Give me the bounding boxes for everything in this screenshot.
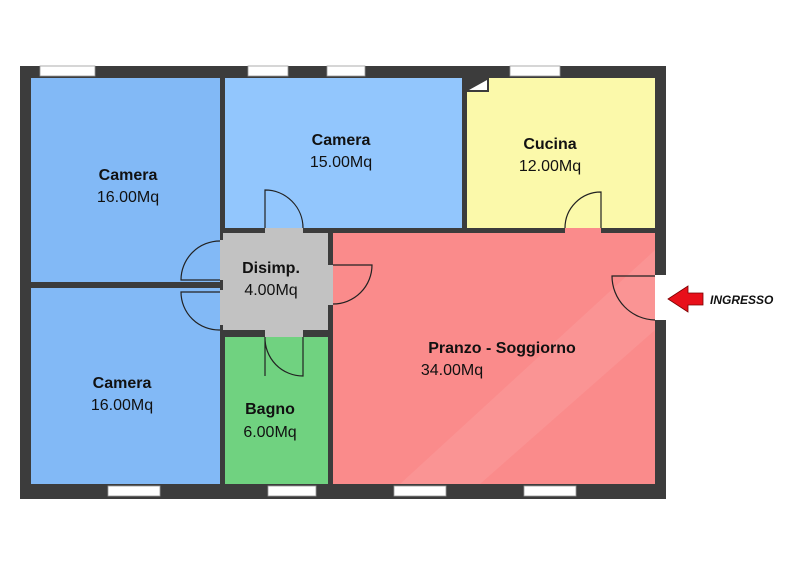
door-swings bbox=[180, 189, 656, 377]
room-label-cucina: Cucina 12.00Mq bbox=[519, 136, 581, 175]
room-name: Pranzo - Soggiorno bbox=[428, 340, 576, 357]
room-name: Disimp. bbox=[242, 260, 300, 277]
room-name: Cucina bbox=[523, 136, 576, 153]
room-area: 4.00Mq bbox=[244, 282, 297, 299]
room-name: Camera bbox=[93, 375, 152, 392]
room-name: Camera bbox=[99, 167, 158, 184]
room-label-disimpegno: Disimp. 4.00Mq bbox=[242, 260, 300, 299]
room-area: 16.00Mq bbox=[97, 189, 159, 206]
room-label-camera-top: Camera 15.00Mq bbox=[310, 132, 372, 171]
room-name: Camera bbox=[312, 132, 371, 149]
room-area: 12.00Mq bbox=[519, 158, 581, 175]
entrance-label: INGRESSO bbox=[710, 293, 774, 307]
room-bagno bbox=[225, 337, 328, 484]
room-area: 6.00Mq bbox=[243, 424, 296, 441]
light-reflection bbox=[400, 250, 655, 484]
room-soggiorno bbox=[333, 233, 655, 484]
room-label-bagno: Bagno 6.00Mq bbox=[243, 401, 296, 441]
room-camera-top-left bbox=[31, 78, 220, 282]
room-area: 16.00Mq bbox=[91, 397, 153, 414]
room-label-soggiorno: Pranzo - Soggiorno 34.00Mq bbox=[421, 340, 576, 379]
room-area: 34.00Mq bbox=[421, 362, 483, 379]
door-openings bbox=[220, 228, 666, 337]
arrow-left-icon bbox=[667, 285, 704, 313]
room-area: 15.00Mq bbox=[310, 154, 372, 171]
flue-mark bbox=[469, 80, 487, 90]
room-camera-top bbox=[225, 78, 462, 228]
room-cucina bbox=[467, 78, 655, 228]
room-label-camera-bottom-left: Camera 16.00Mq bbox=[91, 375, 153, 414]
windows bbox=[39, 65, 577, 497]
room-label-camera-top-left: Camera 16.00Mq bbox=[97, 167, 159, 206]
room-name: Bagno bbox=[245, 401, 295, 418]
room-camera-bottom-left bbox=[31, 288, 220, 484]
room-disimpegno bbox=[223, 233, 328, 330]
